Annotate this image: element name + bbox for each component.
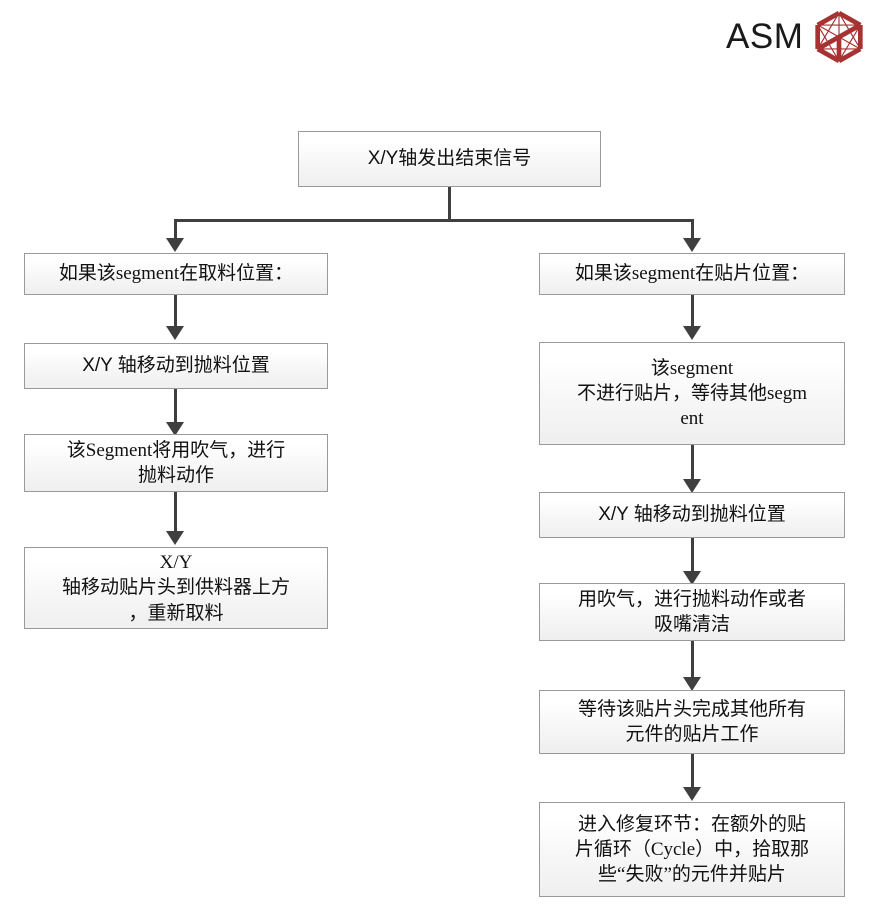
node-if-segment-at-placement[interactable]: 如果该segment在贴片位置： (539, 253, 845, 295)
arrow-right-4 (683, 677, 701, 691)
node-xy-move-head-to-feeder[interactable]: X/Y 轴移动贴片头到供料器上方 ，重新取料 (24, 547, 328, 629)
brand-wordmark: ASM (726, 16, 804, 56)
node-xy-move-to-discard-right[interactable]: X/Y 轴移动到抛料位置 (539, 492, 845, 538)
node-segment-wait-others[interactable]: 该segment 不进行贴片，等待其他segm ent (539, 342, 845, 445)
arrow-left-1 (166, 326, 184, 340)
arrow-right-3 (683, 571, 701, 585)
connector-branch-left-vertical (174, 219, 177, 239)
connector-right-3-stem (691, 538, 694, 572)
arrow-branch-right (683, 238, 701, 252)
connector-trunk-vertical (448, 187, 451, 222)
arrow-left-2 (166, 422, 184, 436)
connector-right-4-stem (691, 641, 694, 678)
connector-left-1-stem (174, 295, 177, 327)
brand-header: ASM (726, 8, 871, 66)
connector-right-2-stem (691, 445, 694, 480)
node-xy-move-to-discard-left[interactable]: X/Y 轴移动到抛料位置 (24, 343, 328, 389)
node-enter-repair-cycle[interactable]: 进入修复环节：在额外的贴 片循环（Cycle）中，拾取那 些“失败”的元件并贴片 (539, 802, 845, 897)
node-segment-blow-discard[interactable]: 该Segment将用吹气，进行 抛料动作 (24, 434, 328, 492)
connector-right-5-stem (691, 754, 694, 788)
arrow-left-3 (166, 531, 184, 545)
connector-left-3-stem (174, 492, 177, 532)
connector-branch-right-vertical (691, 219, 694, 239)
connector-branch-horizontal (174, 219, 694, 222)
arrow-right-5 (683, 787, 701, 801)
arrow-branch-left (166, 238, 184, 252)
node-wait-head-finish-all[interactable]: 等待该贴片头完成其他所有 元件的贴片工作 (539, 690, 845, 754)
node-if-segment-at-pickup[interactable]: 如果该segment在取料位置： (24, 253, 328, 295)
node-blow-discard-or-clean-nozzle[interactable]: 用吹气，进行抛料动作或者 吸嘴清洁 (539, 583, 845, 641)
node-xy-end-signal[interactable]: X/Y轴发出结束信号 (298, 131, 601, 187)
hexagon-lattice-icon (815, 11, 864, 63)
arrow-right-2 (683, 479, 701, 493)
connector-right-1-stem (691, 295, 694, 327)
connector-left-2-stem (174, 389, 177, 423)
arrow-right-1 (683, 326, 701, 340)
